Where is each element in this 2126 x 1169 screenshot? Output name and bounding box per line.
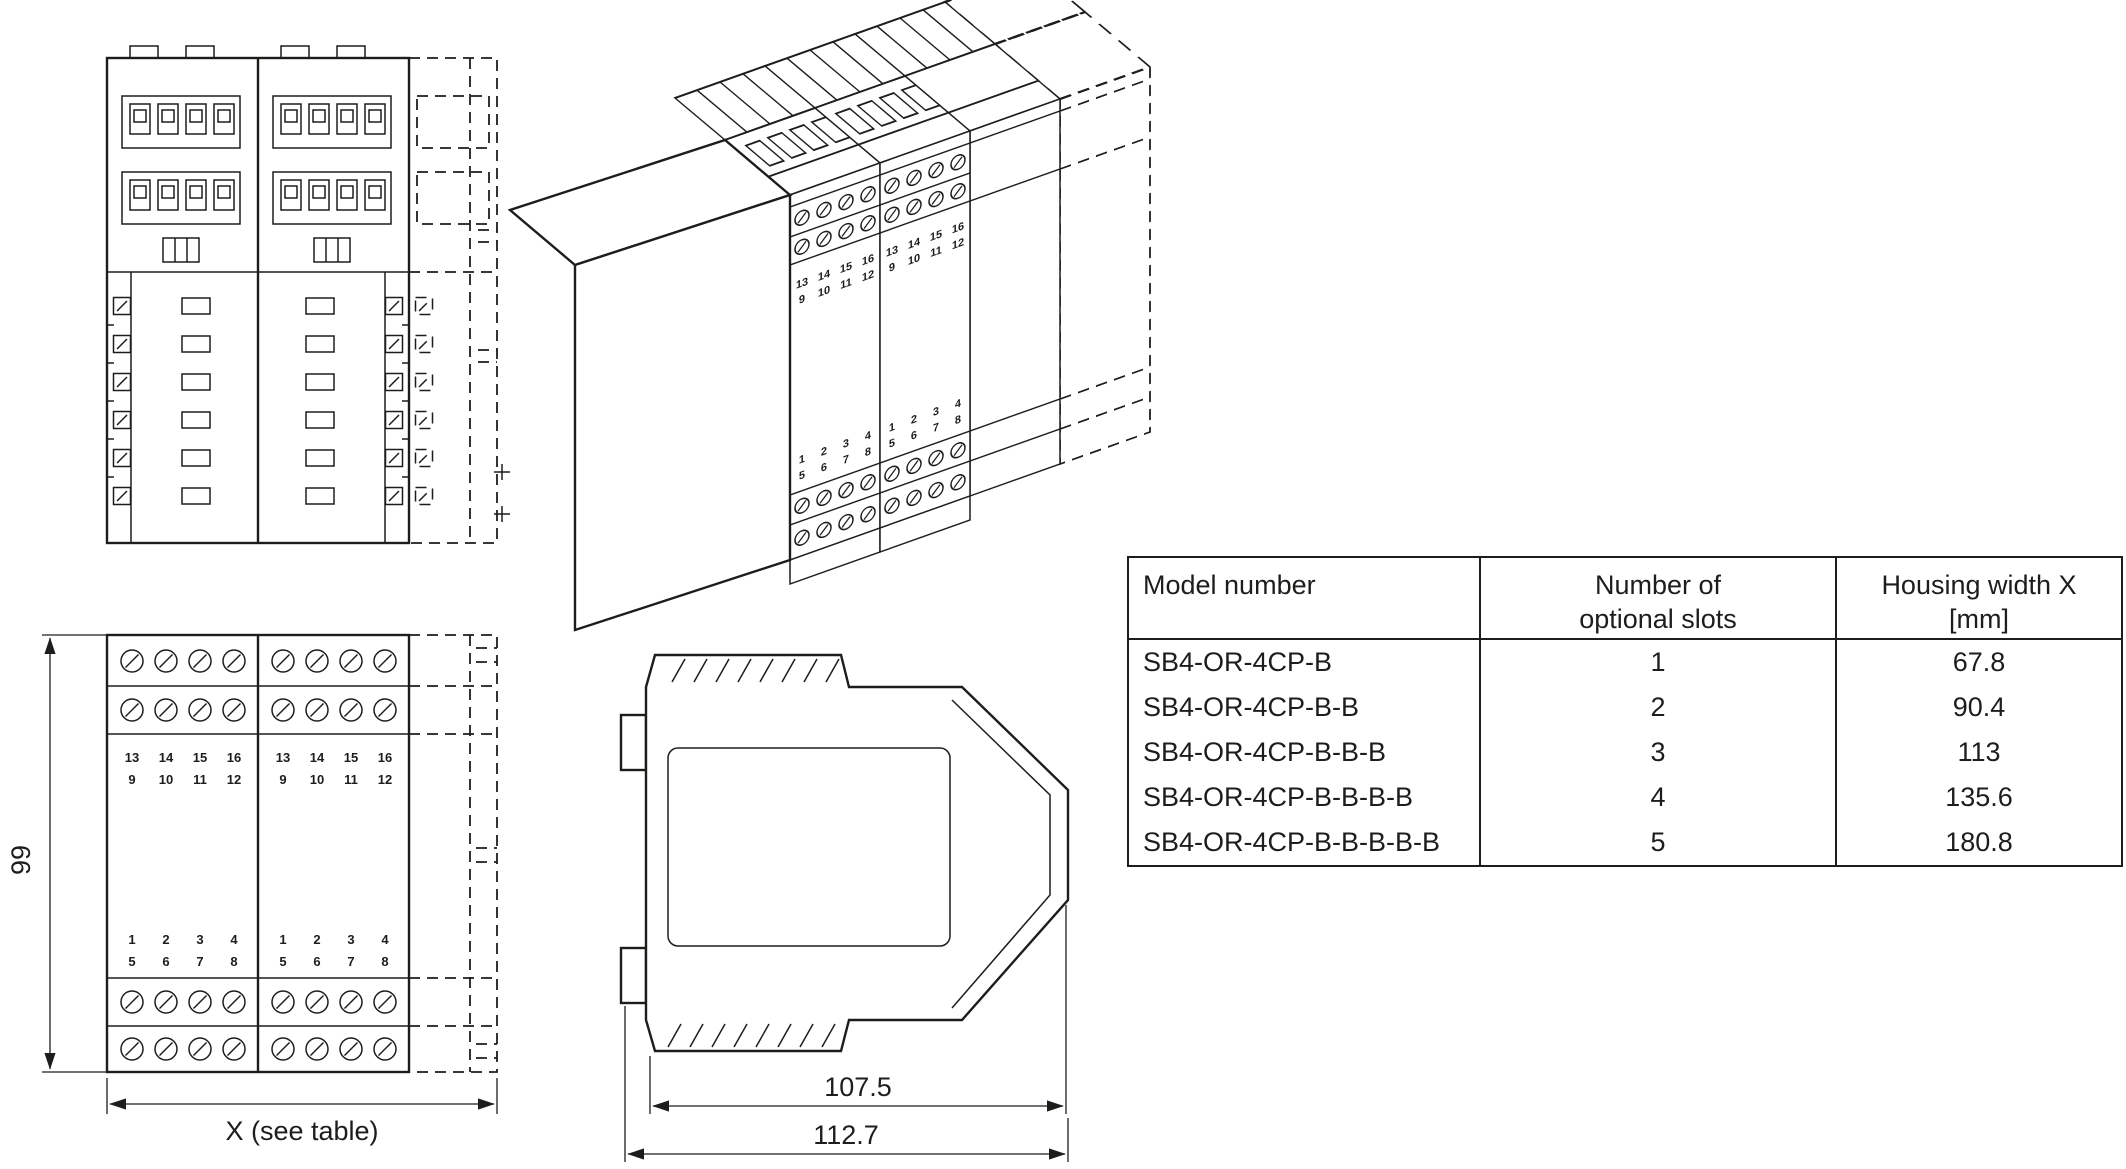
table-header-slots: Number of optional slots: [1481, 558, 1837, 640]
svg-text:8: 8: [865, 445, 871, 459]
svg-text:2: 2: [162, 932, 169, 947]
width-dimension-label: X (see table): [225, 1116, 378, 1146]
table-cell-model: SB4-OR-4CP-B: [1129, 640, 1481, 685]
terminal-labels-top: 13 14 15 16 9 10 11 12: [125, 750, 241, 787]
svg-text:3: 3: [843, 437, 849, 451]
table-cell-model: SB4-OR-4CP-B-B-B-B: [1129, 775, 1481, 820]
svg-text:9: 9: [128, 772, 135, 787]
svg-text:16: 16: [227, 750, 241, 765]
iso-terminal-labels: 13 14 15 16 9 10 11 12 1 2 3 4 5 6 7 8: [796, 252, 874, 483]
svg-text:7: 7: [196, 954, 203, 969]
module-face: [880, 131, 970, 528]
svg-text:8: 8: [230, 954, 237, 969]
svg-text:10: 10: [818, 284, 830, 300]
table-cell-slots: 3: [1481, 730, 1837, 775]
width-dimension: [106, 1078, 498, 1114]
svg-text:4: 4: [865, 429, 872, 443]
plus-marks: [494, 464, 510, 522]
table-cell-slots: 4: [1481, 775, 1837, 820]
svg-text:9: 9: [799, 293, 805, 307]
depth-dimension-outer: [624, 1006, 1069, 1162]
table-cell-width: 135.6: [1945, 782, 2013, 812]
module-body: [105, 633, 411, 1074]
svg-text:14: 14: [159, 750, 174, 765]
vent-slots-top: [671, 658, 840, 683]
svg-text:1: 1: [128, 932, 135, 947]
svg-text:12: 12: [227, 772, 241, 787]
top-deck: [723, 43, 1062, 196]
module-body: [105, 45, 411, 545]
svg-text:16: 16: [862, 252, 874, 268]
svg-text:15: 15: [840, 260, 852, 276]
svg-text:6: 6: [162, 954, 169, 969]
table-header-width-line2: [mm]: [1949, 604, 2009, 634]
terminal-blocks: [121, 95, 392, 225]
din-rail-foot: [789, 494, 971, 586]
inner-edge: [951, 699, 1051, 1009]
svg-text:1: 1: [799, 453, 805, 467]
svg-text:15: 15: [193, 750, 207, 765]
table-header-model: Model number: [1129, 558, 1481, 640]
svg-text:4: 4: [230, 932, 238, 947]
housing-profile: [644, 653, 1070, 1053]
optional-slot-outline: [408, 634, 498, 1073]
table-cell-slots: 5: [1481, 820, 1837, 865]
table-cell-model: SB4-OR-4CP-B-B-B: [1129, 730, 1481, 775]
svg-text:2: 2: [821, 445, 827, 459]
module-face: 13 14 15 16 9 10 11 12 1 2 3 4 5 6 7 8: [789, 161, 881, 562]
svg-text:5: 5: [128, 954, 135, 969]
height-dimension: [42, 634, 107, 1073]
depth-inner-label: 107.5: [824, 1072, 892, 1102]
table-header-width: Housing width X [mm]: [1837, 558, 2121, 640]
table-cell-model: SB4-OR-4CP-B-B-B-B-B: [1129, 820, 1481, 865]
svg-text:11: 11: [193, 772, 207, 787]
svg-text:13: 13: [796, 276, 808, 292]
svg-text:6: 6: [821, 461, 827, 475]
table-header-slots-line2: optional slots: [1579, 604, 1737, 634]
din-clips: [619, 713, 648, 1005]
connector-symbols: [162, 237, 351, 263]
svg-text:10: 10: [159, 772, 173, 787]
terminal-labels-bottom: 1 2 3 4 5 6 7 8: [128, 932, 238, 969]
svg-text:13: 13: [125, 750, 139, 765]
table-cell-width: 180.8: [1945, 827, 2013, 857]
depth-outer-label: 112.7: [813, 1120, 879, 1150]
table-cell-width: 90.4: [1952, 692, 2006, 722]
blank-module-face: [969, 97, 1061, 498]
top-deck-back: [673, 0, 997, 142]
mounting-tabs: [129, 45, 366, 59]
svg-text:3: 3: [196, 932, 203, 947]
front-view: 13 14 15 16 9 10 11 12 1 2 3 4 5 6 7 8: [6, 633, 498, 1146]
table-cell-width: 67.8: [1952, 647, 2006, 677]
table-cell-slots: 2: [1481, 685, 1837, 730]
isometric-view: 13 14 15 16 9 10 11 12 1 2 3 4 5 6 7 8: [507, 0, 1152, 632]
svg-text:12: 12: [862, 268, 874, 284]
svg-text:5: 5: [799, 469, 805, 483]
vent-slots-bottom: [667, 1023, 836, 1048]
side-panel: [507, 138, 793, 632]
depth-dimension-inner: [649, 905, 1067, 1114]
model-table: Model number Number of optional slots Ho…: [1127, 556, 2123, 867]
height-dimension-label: 99: [6, 845, 36, 875]
svg-text:7: 7: [843, 453, 849, 467]
table-cell-width: 113: [1957, 737, 2001, 767]
label-area: [667, 747, 951, 947]
optional-slot-outline: [408, 57, 498, 544]
table-header-slots-line1: Number of: [1594, 570, 1722, 600]
table-header-width-line1: Housing width X: [1881, 570, 2077, 600]
side-view: 107.5 112.7: [619, 653, 1070, 1162]
table-cell-slots: 1: [1481, 640, 1837, 685]
svg-text:14: 14: [818, 268, 831, 284]
table-cell-model: SB4-OR-4CP-B-B: [1129, 685, 1481, 730]
edge-teeth: [107, 324, 409, 478]
top-view: [105, 45, 510, 545]
svg-text:11: 11: [840, 276, 852, 292]
